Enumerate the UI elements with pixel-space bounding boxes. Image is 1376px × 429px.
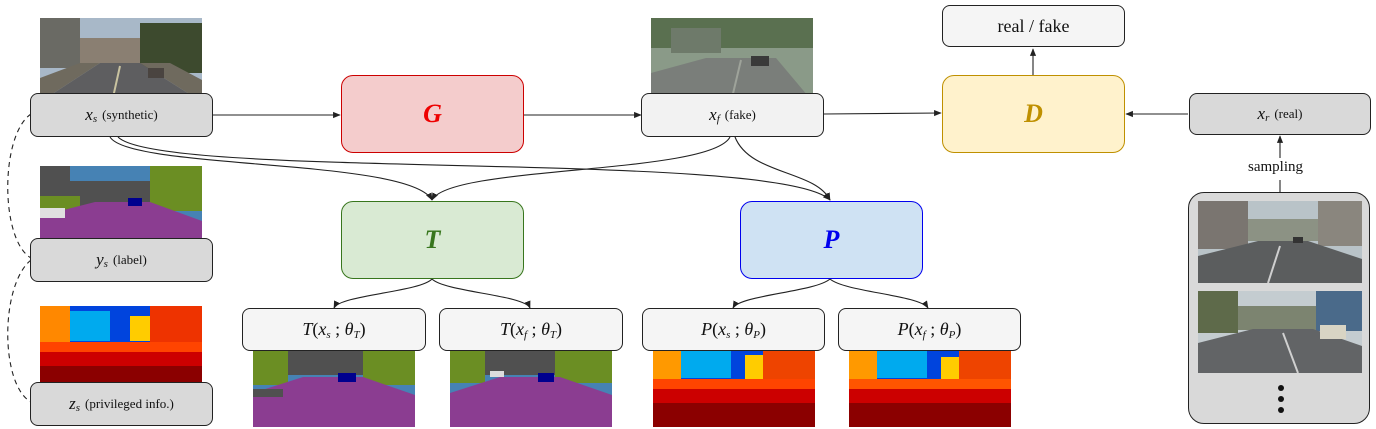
xf-node: xf (fake) — [641, 93, 824, 137]
synthetic-image — [40, 18, 202, 102]
privileged-network-p: P — [740, 201, 923, 279]
depth-image — [40, 306, 202, 390]
p-xs-depth-image — [653, 345, 815, 427]
arrow-xf-to-t — [431, 136, 731, 201]
xr-node: xr (real) — [1189, 93, 1371, 135]
sampling-label: sampling — [1248, 159, 1303, 175]
ellipsis-dot-1 — [1278, 385, 1284, 391]
xr-symbol: xr — [1257, 104, 1270, 124]
xf-description: (fake) — [724, 107, 756, 122]
ellipsis-dot-2 — [1278, 396, 1284, 402]
arrow-p-to-p2 — [829, 278, 929, 309]
real-image-1 — [1198, 201, 1362, 283]
zs-description: (privileged info.) — [85, 396, 174, 411]
ellipsis-dot-3 — [1278, 407, 1284, 413]
generator-label: G — [423, 99, 442, 128]
privileged-network-label: P — [823, 225, 840, 254]
real-fake-label: real / fake — [997, 15, 1070, 36]
fake-image — [651, 18, 813, 102]
output-p-xf: P(xf ; θP) — [838, 308, 1021, 351]
ys-symbol: ys — [96, 250, 108, 270]
xf-symbol: xf — [709, 105, 720, 125]
real-fake-output: real / fake — [942, 5, 1125, 47]
output-p-xf-formula: P(xf ; θP) — [897, 318, 962, 341]
t-xs-segmentation-image — [253, 345, 415, 427]
p-xf-depth-image — [849, 345, 1011, 427]
arrow-xs-to-p — [117, 136, 831, 201]
xs-symbol: xs — [85, 105, 98, 125]
output-t-xs-formula: T(xs ; θT) — [302, 318, 366, 341]
output-p-xs: P(xs ; θP) — [642, 308, 825, 351]
dashed-link-xs-ys — [7, 113, 32, 259]
task-network-t: T — [341, 201, 524, 279]
xs-node: xs (synthetic) — [30, 93, 213, 137]
real-image-2 — [1198, 291, 1362, 373]
output-p-xs-formula: P(xs ; θP) — [701, 318, 766, 341]
arrow-p-to-p1 — [732, 278, 831, 309]
discriminator-d: D — [942, 75, 1125, 153]
task-network-label: T — [424, 225, 441, 254]
generator-g: G — [341, 75, 524, 153]
arrow-t-to-t1 — [333, 278, 433, 309]
ys-description: (label) — [112, 252, 147, 267]
zs-node: zs (privileged info.) — [30, 382, 213, 426]
output-t-xs: T(xs ; θT) — [242, 308, 426, 351]
ys-node: ys (label) — [30, 238, 213, 282]
arrow-xs-to-t — [109, 136, 433, 201]
zs-symbol: zs — [69, 394, 81, 414]
discriminator-label: D — [1024, 99, 1043, 128]
xr-description: (real) — [1274, 106, 1303, 121]
t-xf-segmentation-image — [450, 345, 612, 427]
xs-description: (synthetic) — [102, 107, 158, 122]
arrow-xf-to-p — [734, 136, 831, 201]
arrow-t-to-t2 — [431, 278, 531, 309]
dashed-link-ys-zs — [7, 259, 32, 403]
arrow-xf-to-d — [823, 109, 942, 117]
output-t-xf: T(xf ; θT) — [439, 308, 623, 351]
output-t-xf-formula: T(xf ; θT) — [499, 318, 563, 341]
